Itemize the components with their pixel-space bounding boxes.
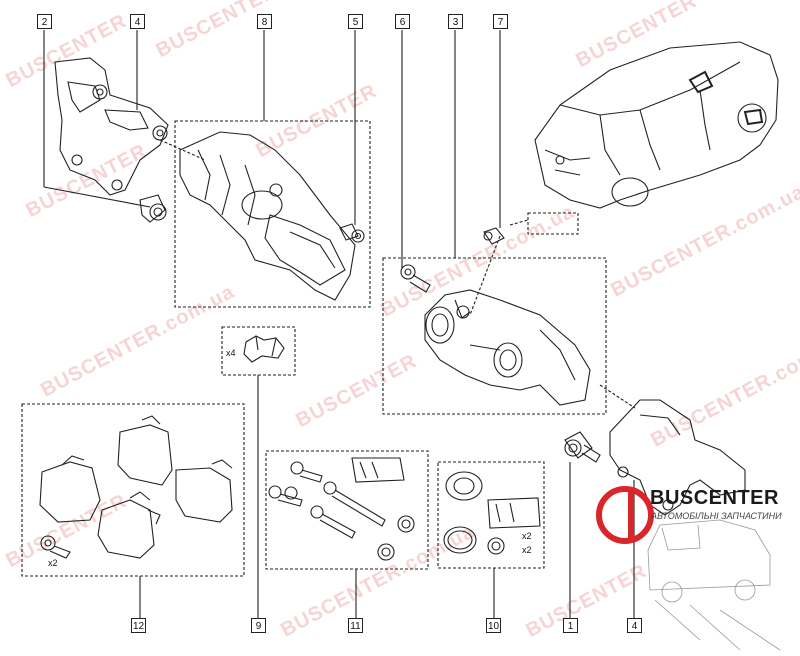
logo-van-sketch <box>647 519 781 651</box>
callout-6: 6 <box>395 14 410 29</box>
callout-3: 3 <box>448 14 463 29</box>
group-box-10 <box>437 461 545 569</box>
guide-pin-kit <box>268 457 415 561</box>
caliper-bolt-6 <box>400 264 431 293</box>
qty-clips: x4 <box>226 348 236 358</box>
callout-8: 8 <box>257 14 272 29</box>
caliper-bracket-right <box>609 399 746 516</box>
seal-kit <box>443 471 541 555</box>
pad-bolt <box>40 535 71 559</box>
caliper-assembly-left <box>179 131 356 301</box>
caliper-assembly-right <box>424 289 591 406</box>
logo-name: BUSCENTER <box>650 487 779 509</box>
qty-bolt: x2 <box>48 558 58 568</box>
callout-2: 2 <box>37 14 52 29</box>
guide-pin <box>139 194 167 223</box>
logo-mark <box>596 486 654 544</box>
callout-7: 7 <box>493 14 508 29</box>
group-box-3 <box>382 257 607 415</box>
callout-1: 1 <box>563 618 578 633</box>
callout-4-bottom: 4 <box>627 618 642 633</box>
leader-lines <box>43 30 636 618</box>
bleeder-screw <box>483 227 505 245</box>
callout-9: 9 <box>251 618 266 633</box>
vehicle-illustration <box>534 41 779 209</box>
qty-seal-kit-b: x2 <box>522 545 532 555</box>
caliper-bolt <box>339 223 365 243</box>
qty-seal-kit-a: x2 <box>522 531 532 541</box>
group-box-7-ref <box>527 212 579 235</box>
group-box-11 <box>265 450 429 570</box>
callout-10: 10 <box>486 618 501 633</box>
group-box-8 <box>174 120 371 308</box>
brake-pads <box>39 415 233 559</box>
callout-4: 4 <box>130 14 145 29</box>
caliper-bracket-left <box>54 57 169 196</box>
group-box-12 <box>21 403 245 577</box>
spring-clips <box>243 335 285 363</box>
callout-5: 5 <box>348 14 363 29</box>
guide-pin-right <box>564 431 601 463</box>
callout-11: 11 <box>348 618 363 633</box>
callout-12: 12 <box>131 618 146 633</box>
logo-tagline: АВТОМОБІЛЬНІ ЗАПЧАСТИНИ <box>651 511 782 521</box>
